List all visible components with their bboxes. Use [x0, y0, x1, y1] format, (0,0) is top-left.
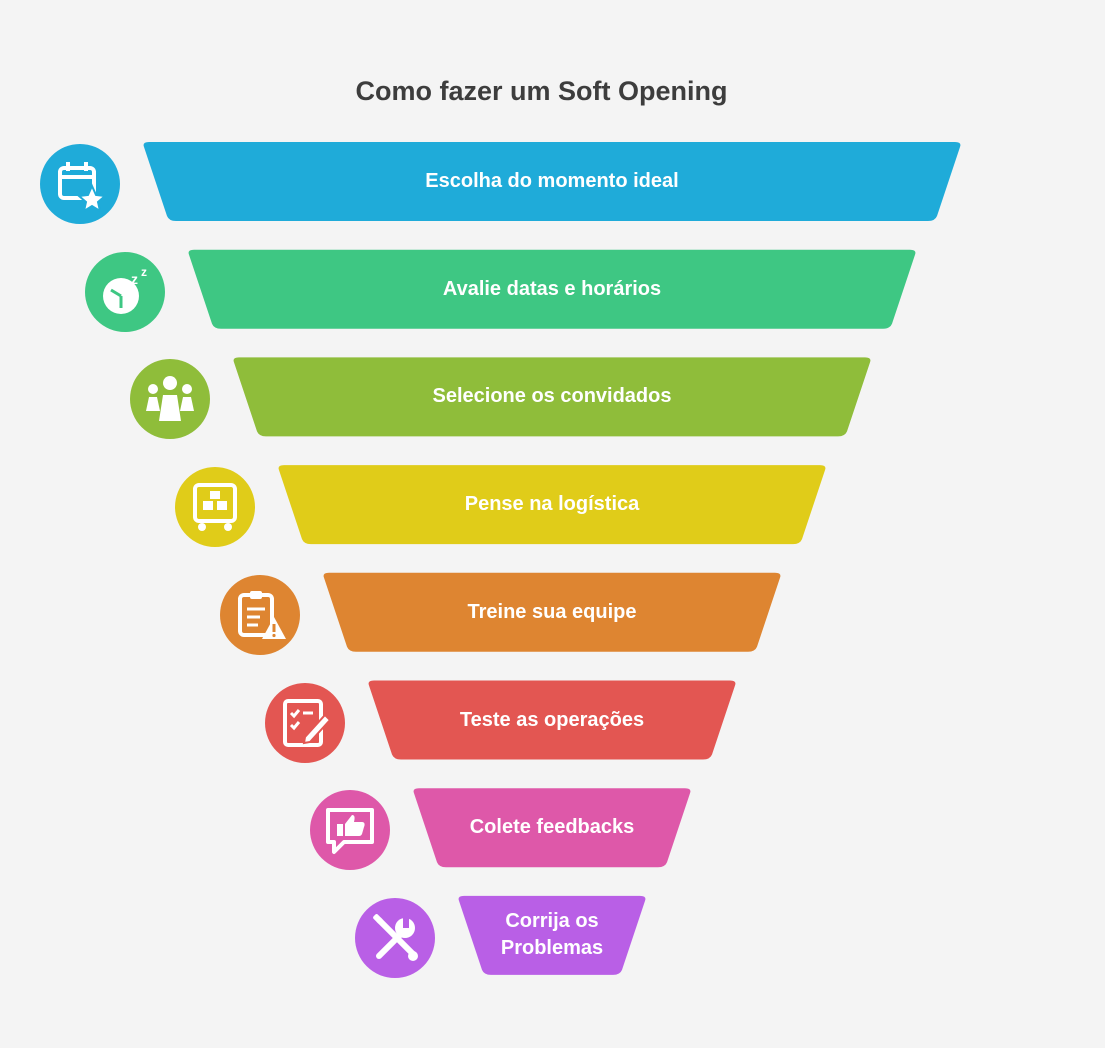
calendar-star-icon [58, 162, 108, 212]
funnel-band-label: Treine sua equipe [467, 600, 637, 623]
funnel-band-3 [233, 357, 871, 437]
step-icon-badge [130, 359, 210, 440]
funnel-band-label: Selecione os convidados [432, 385, 672, 408]
step-icon-badge [220, 574, 300, 655]
funnel-band-4 [278, 465, 826, 545]
step-icon-badge [310, 790, 390, 871]
svg-text:z: z [131, 271, 138, 287]
funnel-band-2 [188, 249, 916, 329]
funnel-band-label: Teste as operações [459, 708, 645, 731]
thumbs-up-chat-icon [326, 808, 374, 855]
funnel-band-7 [413, 788, 691, 868]
funnel-band-8 [458, 895, 646, 975]
tools-icon [373, 914, 418, 961]
step-icon-badge [265, 682, 345, 763]
funnel-band-label: Pense na logística [464, 493, 640, 516]
step-icon-badge [355, 897, 435, 978]
funnel-band-1 [143, 142, 961, 221]
step-icon-badge [40, 144, 120, 224]
page-title: Como fazer um Soft Opening [355, 76, 728, 106]
funnel-band-label: Avalie datas e horários [442, 277, 662, 300]
clipboard-warning-icon [238, 590, 286, 639]
funnel-band-label: Escolha do momento ideal [425, 170, 679, 192]
svg-text:z: z [141, 265, 147, 279]
checklist-pen-icon [283, 698, 332, 747]
funnel-band-label: Corrija os Problemas [500, 910, 604, 960]
funnel-band-label: Colete feedbacks [469, 816, 635, 839]
step-icon-badge [175, 467, 255, 548]
funnel-band-5 [323, 572, 781, 652]
cart-boxes-icon [193, 483, 237, 532]
people-group-icon [146, 376, 194, 422]
funnel-band-6 [368, 680, 736, 760]
